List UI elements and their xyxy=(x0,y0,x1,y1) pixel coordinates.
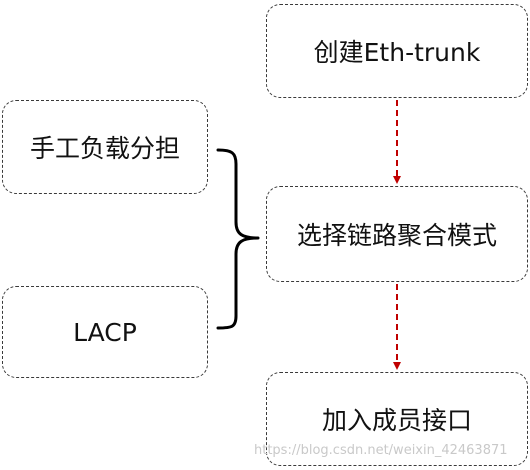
create-eth-trunk-label: 创建Eth-trunk xyxy=(313,38,481,67)
add-member-port-label: 加入成员接口 xyxy=(321,406,472,435)
lacp-option: LACP xyxy=(2,286,208,378)
brace-connector xyxy=(216,148,260,330)
create-eth-trunk-step: 创建Eth-trunk xyxy=(266,4,528,98)
select-aggregation-mode-step: 选择链路聚合模式 xyxy=(266,186,528,282)
watermark-text: https://blog.csdn.net/weixin_42463871 xyxy=(254,443,508,458)
select-aggregation-mode-label: 选择链路聚合模式 xyxy=(296,221,497,250)
add-member-port-step: 加入成员接口 xyxy=(266,372,528,466)
manual-load-balance-option: 手工负载分担 xyxy=(2,100,208,194)
lacp-label: LACP xyxy=(73,317,137,347)
manual-load-balance-label: 手工负载分担 xyxy=(29,134,180,163)
